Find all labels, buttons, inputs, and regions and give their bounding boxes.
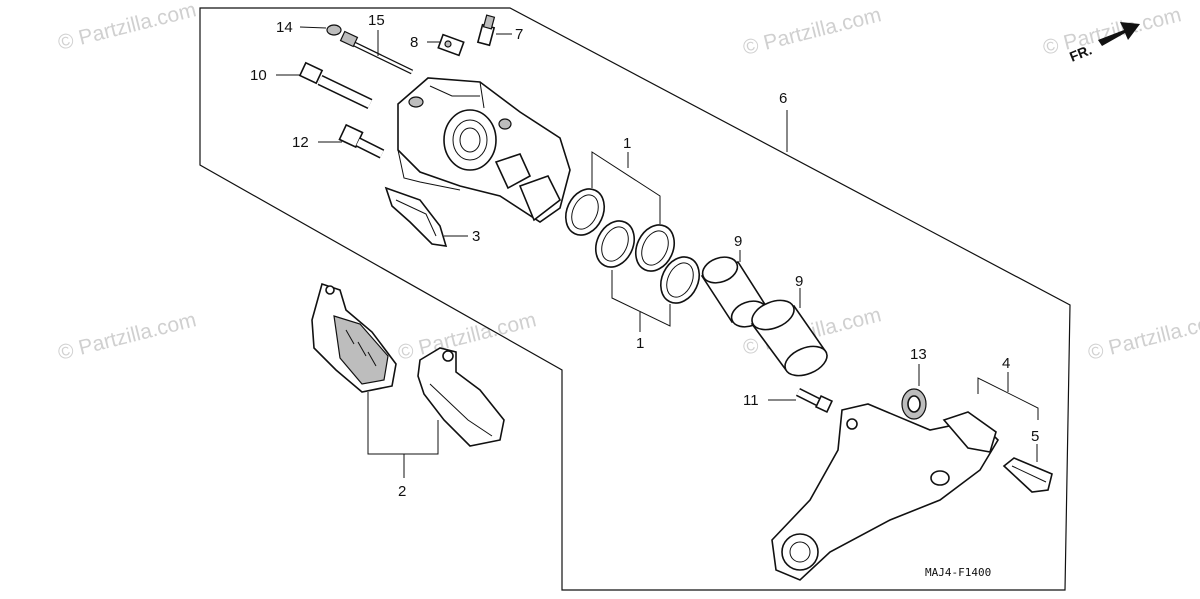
- callout-6: 6: [779, 90, 787, 107]
- callout-9-left: 9: [734, 233, 742, 250]
- watermark-text: © Partzilla.com: [56, 308, 199, 365]
- watermark-text: © Partzilla.com: [56, 0, 199, 55]
- part-14-bleed-cap: 14: [276, 19, 342, 36]
- part-8-clip: 8: [410, 33, 465, 57]
- part-3-pad-spring: 3: [384, 186, 480, 247]
- part-15-pad-pin: 15: [339, 12, 414, 75]
- part-12-bolt: 12: [292, 123, 385, 159]
- front-direction-indicator: FR.: [1067, 22, 1140, 65]
- callout-11: 11: [743, 392, 759, 409]
- part-13-boot: 13: [901, 346, 927, 420]
- part-9-pistons: [700, 250, 828, 377]
- diagram-code: MAJ4-F1400: [925, 566, 991, 579]
- part-7-bleeder-screw: 7: [476, 14, 523, 47]
- callout-8: 8: [410, 34, 418, 51]
- callout-1-upper: 1: [623, 135, 631, 152]
- callout-10: 10: [250, 67, 267, 84]
- callout-15: 15: [368, 12, 385, 29]
- watermark-text: © Partzilla.com: [741, 3, 884, 60]
- callout-5: 5: [1031, 428, 1039, 445]
- part-1-seal-set: [564, 151, 701, 332]
- watermark-text: © Partzilla.com: [1086, 308, 1200, 365]
- front-arrow-icon: [1098, 22, 1140, 46]
- callout-9-right: 9: [795, 273, 803, 290]
- part-6-caliper-body: [397, 77, 571, 223]
- part-2-brake-pad-set: [311, 282, 505, 478]
- callout-7: 7: [515, 26, 523, 43]
- leader-4: [977, 377, 1039, 420]
- part-10-pin-bolt: 10: [250, 61, 373, 109]
- callout-1-lower: 1: [636, 335, 644, 352]
- watermark-layer: © Partzilla.com © Partzilla.com © Partzi…: [56, 0, 1200, 365]
- watermark-text: © Partzilla.com: [1041, 3, 1184, 60]
- callout-12: 12: [292, 134, 309, 151]
- front-label: FR.: [1067, 41, 1094, 64]
- caliper-bracket: [771, 403, 1000, 581]
- callout-2: 2: [398, 483, 406, 500]
- part-5-retainer: 5: [1002, 428, 1053, 493]
- callout-14: 14: [276, 19, 293, 36]
- callout-3: 3: [472, 228, 480, 245]
- callout-13: 13: [910, 346, 927, 363]
- callout-4: 4: [1002, 355, 1010, 372]
- part-11-bolt: 11: [743, 387, 834, 414]
- assembly-frame: [199, 7, 1071, 591]
